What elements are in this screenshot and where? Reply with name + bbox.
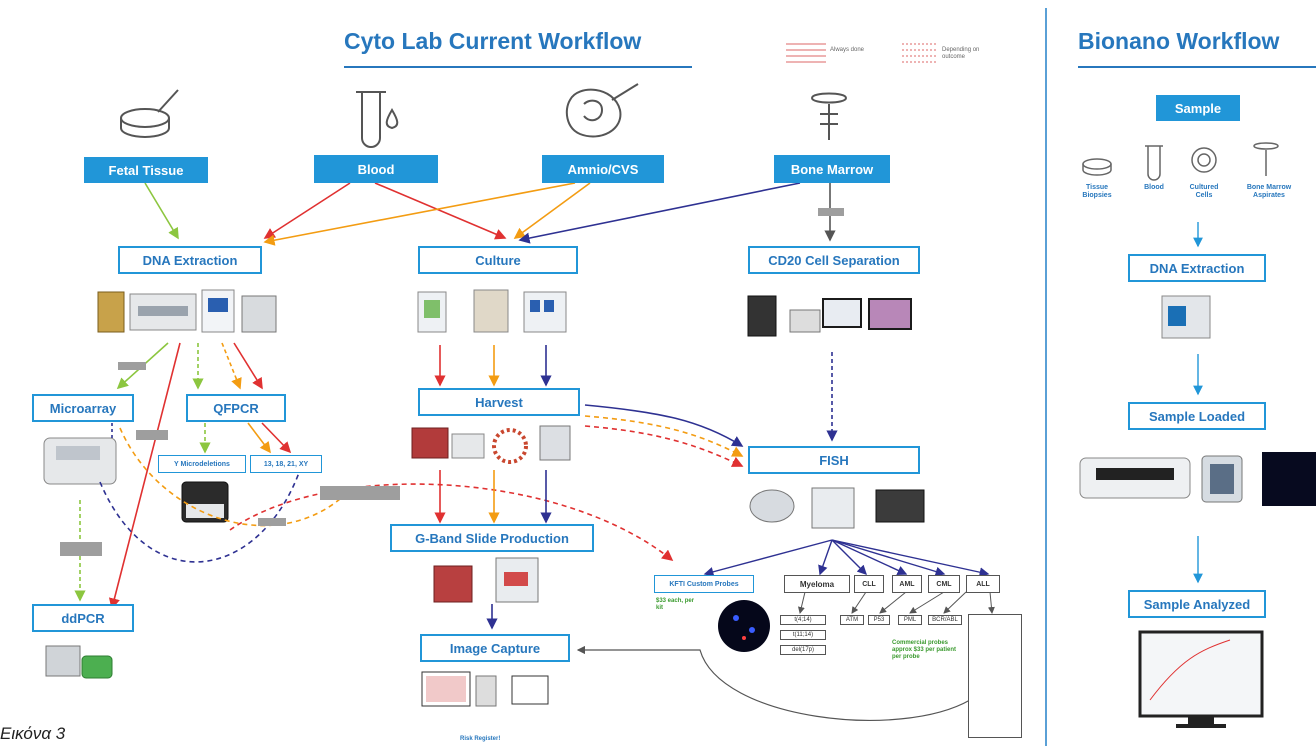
section-divider (1045, 8, 1047, 746)
gray-tag-bone-marrow (818, 208, 844, 216)
step-microarray: Microarray (32, 394, 134, 422)
bionano-dna-extraction: DNA Extraction (1128, 254, 1266, 282)
cultured-cells-icon (1191, 147, 1217, 173)
probe-all: ALL (966, 575, 1000, 593)
bionano-type-tissue: Tissue Biopsies (1082, 184, 1112, 199)
probe-box-all: BCR/ABL (928, 615, 962, 625)
gray-tag-microarray-2 (136, 430, 168, 440)
bionano-type-cultured: Cultured Cells (1189, 184, 1219, 199)
source-fetal-tissue: Fetal Tissue (84, 157, 208, 183)
bionano-sample-loaded: Sample Loaded (1128, 402, 1266, 430)
bionano-type-bone-marrow: Bone Marrow Aspirates (1246, 184, 1292, 199)
bionano-blood-icon (1145, 145, 1163, 181)
saphyr-instrument-image (1079, 452, 1316, 506)
step-y-microdeletions: Y Microdeletions (158, 455, 246, 473)
fetus-syringe-icon (565, 83, 639, 138)
step-fish: FISH (748, 446, 920, 474)
gray-tag-qfpcr (258, 518, 286, 526)
extraction-instruments-image (97, 289, 277, 333)
bionano-sample: Sample (1156, 95, 1240, 121)
probe-custom: KFTI Custom Probes (654, 575, 754, 593)
ddpcr-instrument-image (45, 645, 113, 679)
culture-instruments-image (417, 289, 567, 333)
saphyr-prep-instrument-image (1161, 295, 1211, 339)
step-image-capture: Image Capture (420, 634, 570, 662)
risk-register-note: Risk Register! (460, 736, 501, 742)
left-title: Cyto Lab Current Workflow (344, 28, 642, 54)
probe-box-myeloma-2: t(11;14) (780, 630, 826, 640)
step-cd20-separation: CD20 Cell Separation (748, 246, 920, 274)
petri-dish-icon (120, 89, 179, 138)
probe-box-myeloma-1: t(4;14) (780, 615, 826, 625)
bone-marrow-icon (810, 92, 848, 140)
fish-probe-image (718, 600, 770, 652)
microarray-instrument-image (43, 437, 117, 485)
probe-cml: CML (928, 575, 960, 593)
figure-caption: Εικόνα 3 (0, 724, 66, 743)
step-harvest: Harvest (418, 388, 580, 416)
probe-cll: CLL (854, 575, 884, 593)
commercial-probe-cost-note: Commercial probes approx $33 per patient… (892, 640, 957, 660)
cell-separation-instruments-image (747, 295, 912, 337)
analysis-monitor-image (1138, 630, 1264, 728)
probe-myeloma: Myeloma (784, 575, 850, 593)
step-qfpcr: QFPCR (186, 394, 286, 422)
probe-aml: AML (892, 575, 922, 593)
source-amnio-cvs: Amnio/CVS (542, 155, 664, 183)
step-dna-extraction: DNA Extraction (118, 246, 262, 274)
blood-tube-icon (356, 91, 399, 148)
probe-box-aml: P53 (868, 615, 890, 625)
bionano-sample-analyzed: Sample Analyzed (1128, 590, 1266, 618)
fish-instruments-image (749, 487, 925, 529)
tissue-biopsy-icon (1082, 158, 1112, 176)
probe-box-cml: PML (898, 615, 922, 625)
step-culture: Culture (418, 246, 578, 274)
bionano-type-blood: Blood (1144, 184, 1164, 191)
right-title: Bionano Workflow (1078, 28, 1280, 54)
source-blood: Blood (314, 155, 438, 183)
legend-always-label: Always done (830, 47, 865, 53)
legend-depending-label: Depending on outcome (942, 47, 980, 60)
step-chromosomes: 13, 18, 21, XY (250, 455, 322, 473)
commercial-probe-list (968, 614, 1022, 738)
legend-depending-swatch (902, 43, 938, 63)
gray-tag-fish-followup (320, 486, 400, 500)
right-title-underline (1078, 66, 1316, 68)
probe-box-myeloma-3: del(17p) (780, 645, 826, 655)
step-ddpcr: ddPCR (32, 604, 134, 632)
probe-box-cll: ATM (840, 615, 864, 625)
pcr-instrument-image (181, 481, 229, 523)
left-title-underline (344, 66, 692, 68)
custom-probe-cost-note: $33 each, per kit (656, 598, 695, 611)
harvest-instruments-image (411, 425, 571, 464)
bionano-bone-marrow-icon (1253, 142, 1279, 176)
gray-tag-ddpcr (60, 542, 102, 556)
gband-instruments-image (433, 557, 539, 603)
image-capture-screens (421, 671, 549, 707)
legend-always-swatch (786, 43, 826, 63)
step-gband-slide-production: G-Band Slide Production (390, 524, 594, 552)
gray-tag-microarray (118, 362, 146, 370)
source-bone-marrow: Bone Marrow (774, 155, 890, 183)
